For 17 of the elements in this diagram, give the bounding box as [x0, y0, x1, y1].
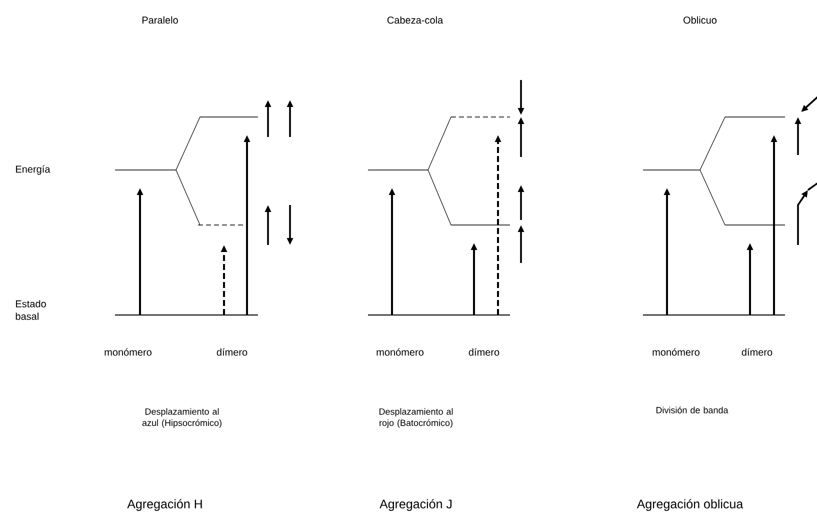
shift-caption: División de banda: [656, 406, 728, 414]
molecule-label: monómero: [652, 348, 700, 356]
panel-title: Cabeza-cola: [387, 16, 444, 24]
molecule-label: dímero: [216, 348, 248, 356]
molecule-label: monómero: [376, 348, 424, 356]
molecule-label: dímero: [742, 348, 772, 356]
molecule-label: monómero: [104, 348, 152, 356]
aggregate-title: Agregación H: [127, 499, 202, 511]
panel-title: Oblicuo: [684, 16, 717, 24]
axis-label: Estado basal: [16, 300, 46, 320]
aggregate-title: Agregación oblicua: [636, 499, 744, 511]
aggregate-title: Agregación J: [380, 499, 452, 511]
molecule-label: dímero: [468, 348, 500, 356]
shift-caption: Desplazamiento al rojo (Batocrómico): [379, 408, 453, 428]
shift-caption: Desplazamiento al azul (Hipsocrómico): [142, 408, 222, 428]
axis-label: Energía: [16, 165, 50, 175]
panel-title: Paralelo: [142, 16, 178, 24]
